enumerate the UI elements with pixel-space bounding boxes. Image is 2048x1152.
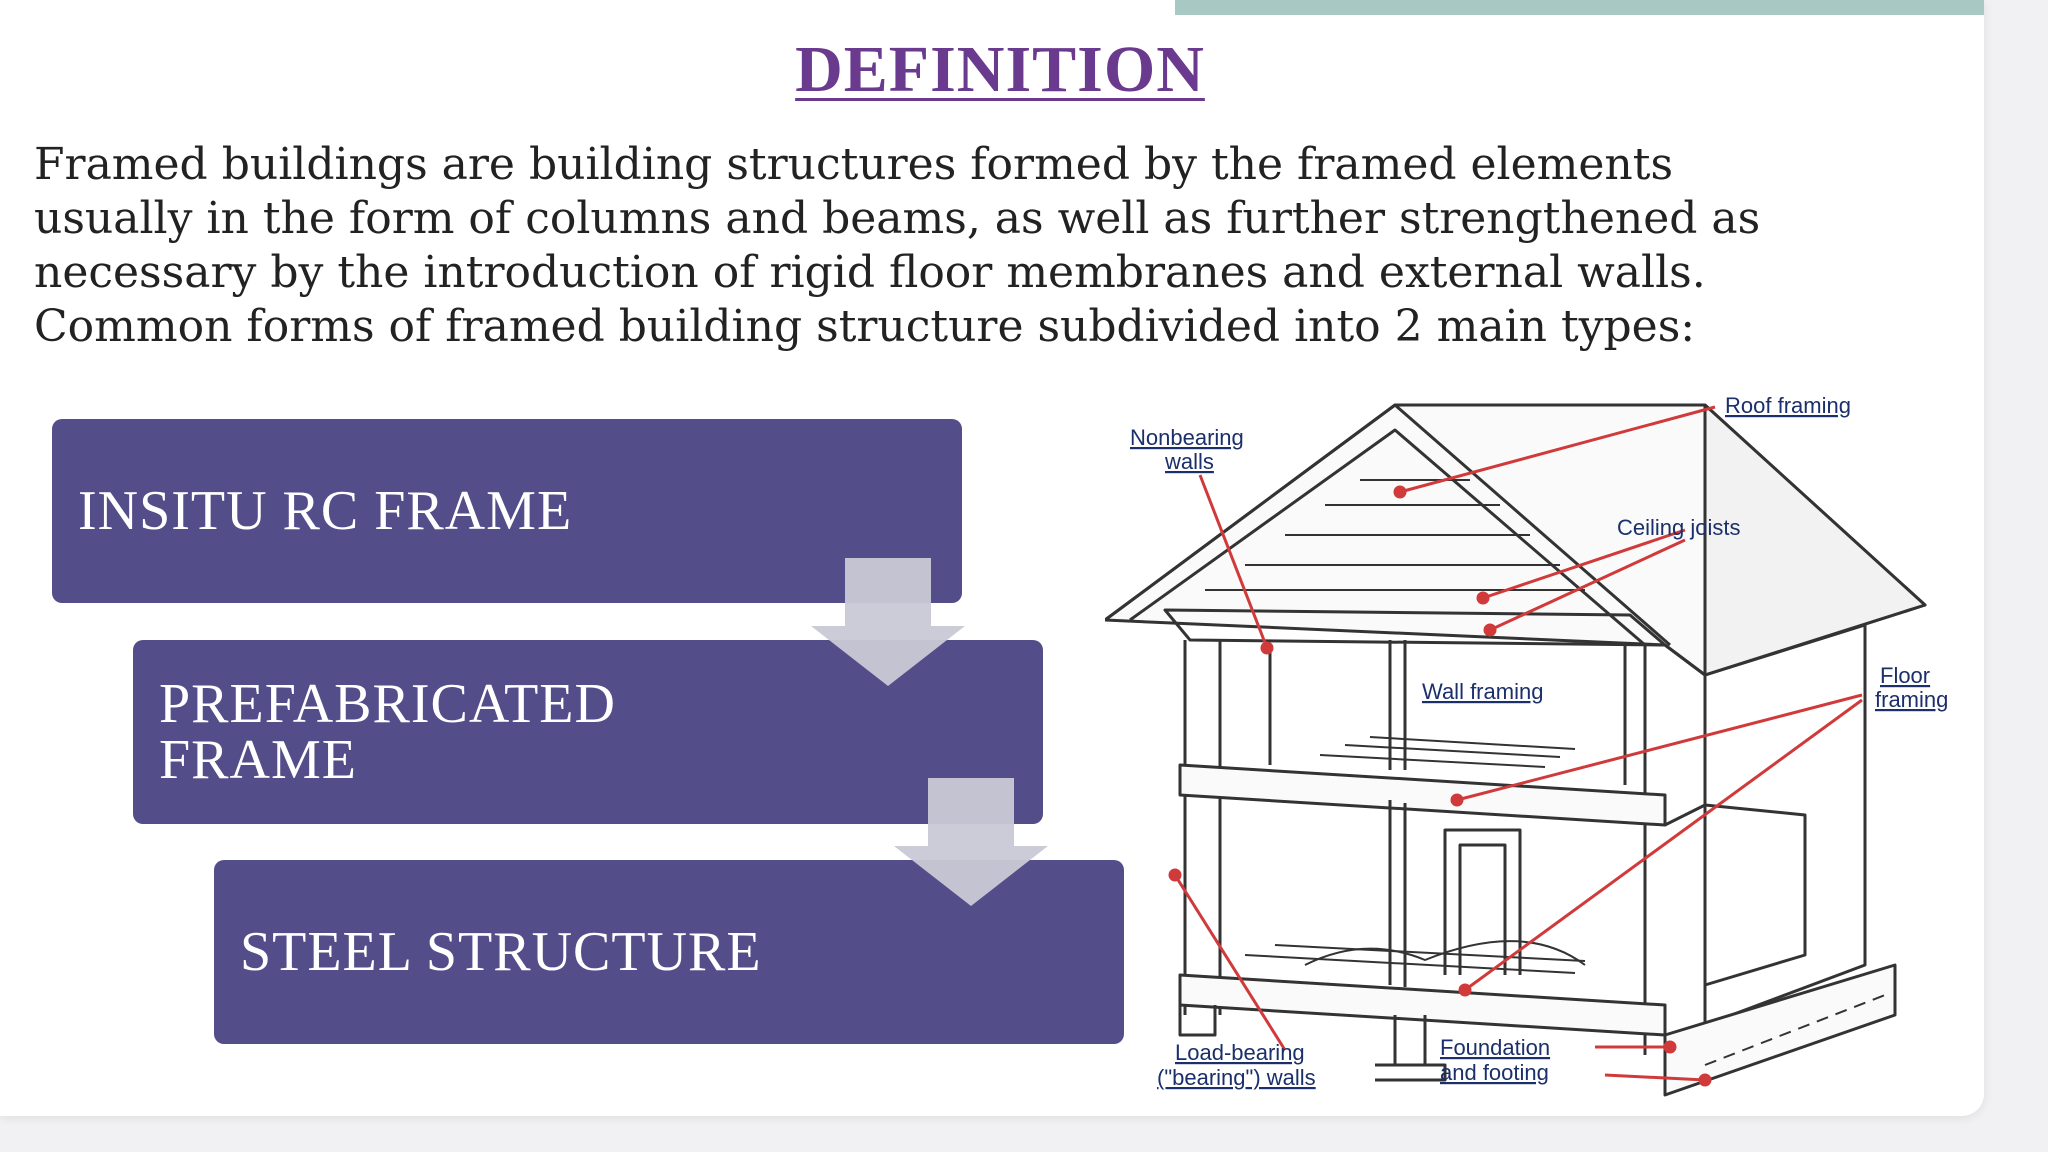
definition-line-1: Framed buildings are building structures… [34, 139, 1674, 190]
slide-title: DEFINITION [795, 33, 1205, 106]
label-load-bearing-walls: Load-bearing [1175, 1040, 1305, 1065]
label-floor-framing: Floor [1880, 663, 1930, 688]
definition-line-4: Common forms of framed building structur… [34, 301, 1696, 352]
label-ceiling-joists: Ceiling joists [1617, 515, 1741, 540]
label-load-bearing-walls-2: ("bearing") walls [1157, 1065, 1316, 1090]
frame-type-label: INSITU RC FRAME [78, 480, 573, 542]
top-accent-bar [1175, 0, 1984, 15]
frame-type-label: PREFABRICATED FRAME [159, 673, 616, 791]
definition-paragraph: Framed buildings are building structures… [34, 138, 1974, 354]
framed-house-diagram: Nonbearing walls Roof framing Ceiling jo… [1105, 393, 1948, 1097]
definition-line-2: usually in the form of columns and beams… [34, 193, 1761, 244]
label-floor-framing-2: framing [1875, 687, 1948, 712]
label-nonbearing-walls: Nonbearing [1130, 425, 1244, 450]
definition-line-3: necessary by the introduction of rigid f… [34, 247, 1706, 298]
frame-type-insitu-rc: INSITU RC FRAME [52, 419, 962, 603]
label-wall-framing: Wall framing [1422, 679, 1543, 704]
frame-type-prefabricated: PREFABRICATED FRAME [133, 640, 1043, 824]
down-arrow-icon [811, 558, 965, 686]
label-roof-framing: Roof framing [1725, 393, 1851, 418]
label-nonbearing-walls-2: walls [1164, 449, 1214, 474]
slide: DEFINITION Framed buildings are building… [0, 0, 1984, 1116]
label-foundation-2: and footing [1440, 1060, 1549, 1085]
frame-type-label: STEEL STRUCTURE [240, 921, 762, 983]
label-foundation: Foundation [1440, 1035, 1550, 1060]
down-arrow-icon [894, 778, 1048, 906]
